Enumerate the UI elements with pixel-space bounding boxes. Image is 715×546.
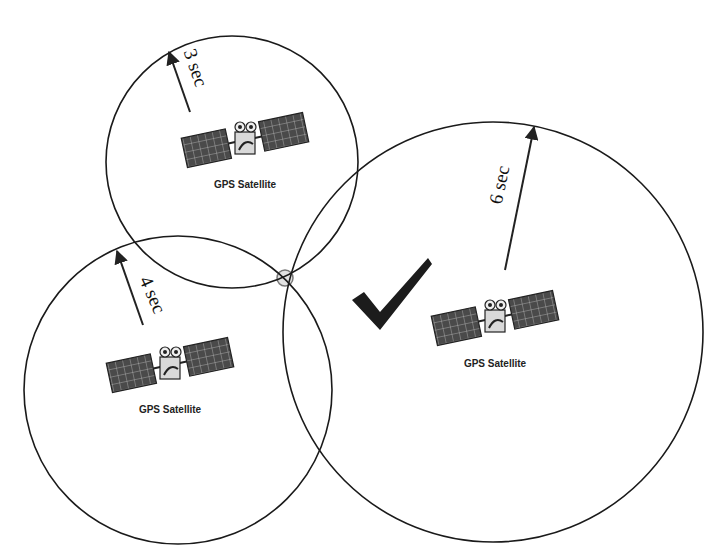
satellite-label: GPS Satellite	[139, 404, 201, 415]
satellite-icon	[181, 112, 309, 167]
range-circle: 4 secGPS Satellite	[23, 235, 333, 545]
text-holder: GPS Satellite	[214, 174, 276, 192]
text-holder: GPS Satellite	[464, 353, 526, 371]
satellite-icon	[106, 337, 234, 392]
range-circle: 6 secGPS Satellite	[282, 121, 704, 543]
circle-outline	[23, 235, 333, 545]
satellite-icon	[431, 290, 559, 345]
text-holder: GPS Satellite	[139, 399, 201, 417]
satellite-label: GPS Satellite	[464, 358, 526, 369]
travel-time-label: 3 sec	[179, 46, 211, 89]
range-arrow	[505, 127, 534, 270]
travel-time-label: 6 sec	[486, 164, 514, 206]
travel-time-label: 4 sec	[135, 273, 170, 317]
circle-outline	[105, 35, 359, 289]
range-circle: 3 secGPS Satellite	[105, 35, 359, 289]
text-holder: 4 sec	[135, 273, 170, 317]
check-mark	[352, 258, 432, 330]
text-holder: 6 sec	[486, 164, 514, 206]
satellite-label: GPS Satellite	[214, 179, 276, 190]
text-holder: 3 sec	[179, 46, 211, 89]
